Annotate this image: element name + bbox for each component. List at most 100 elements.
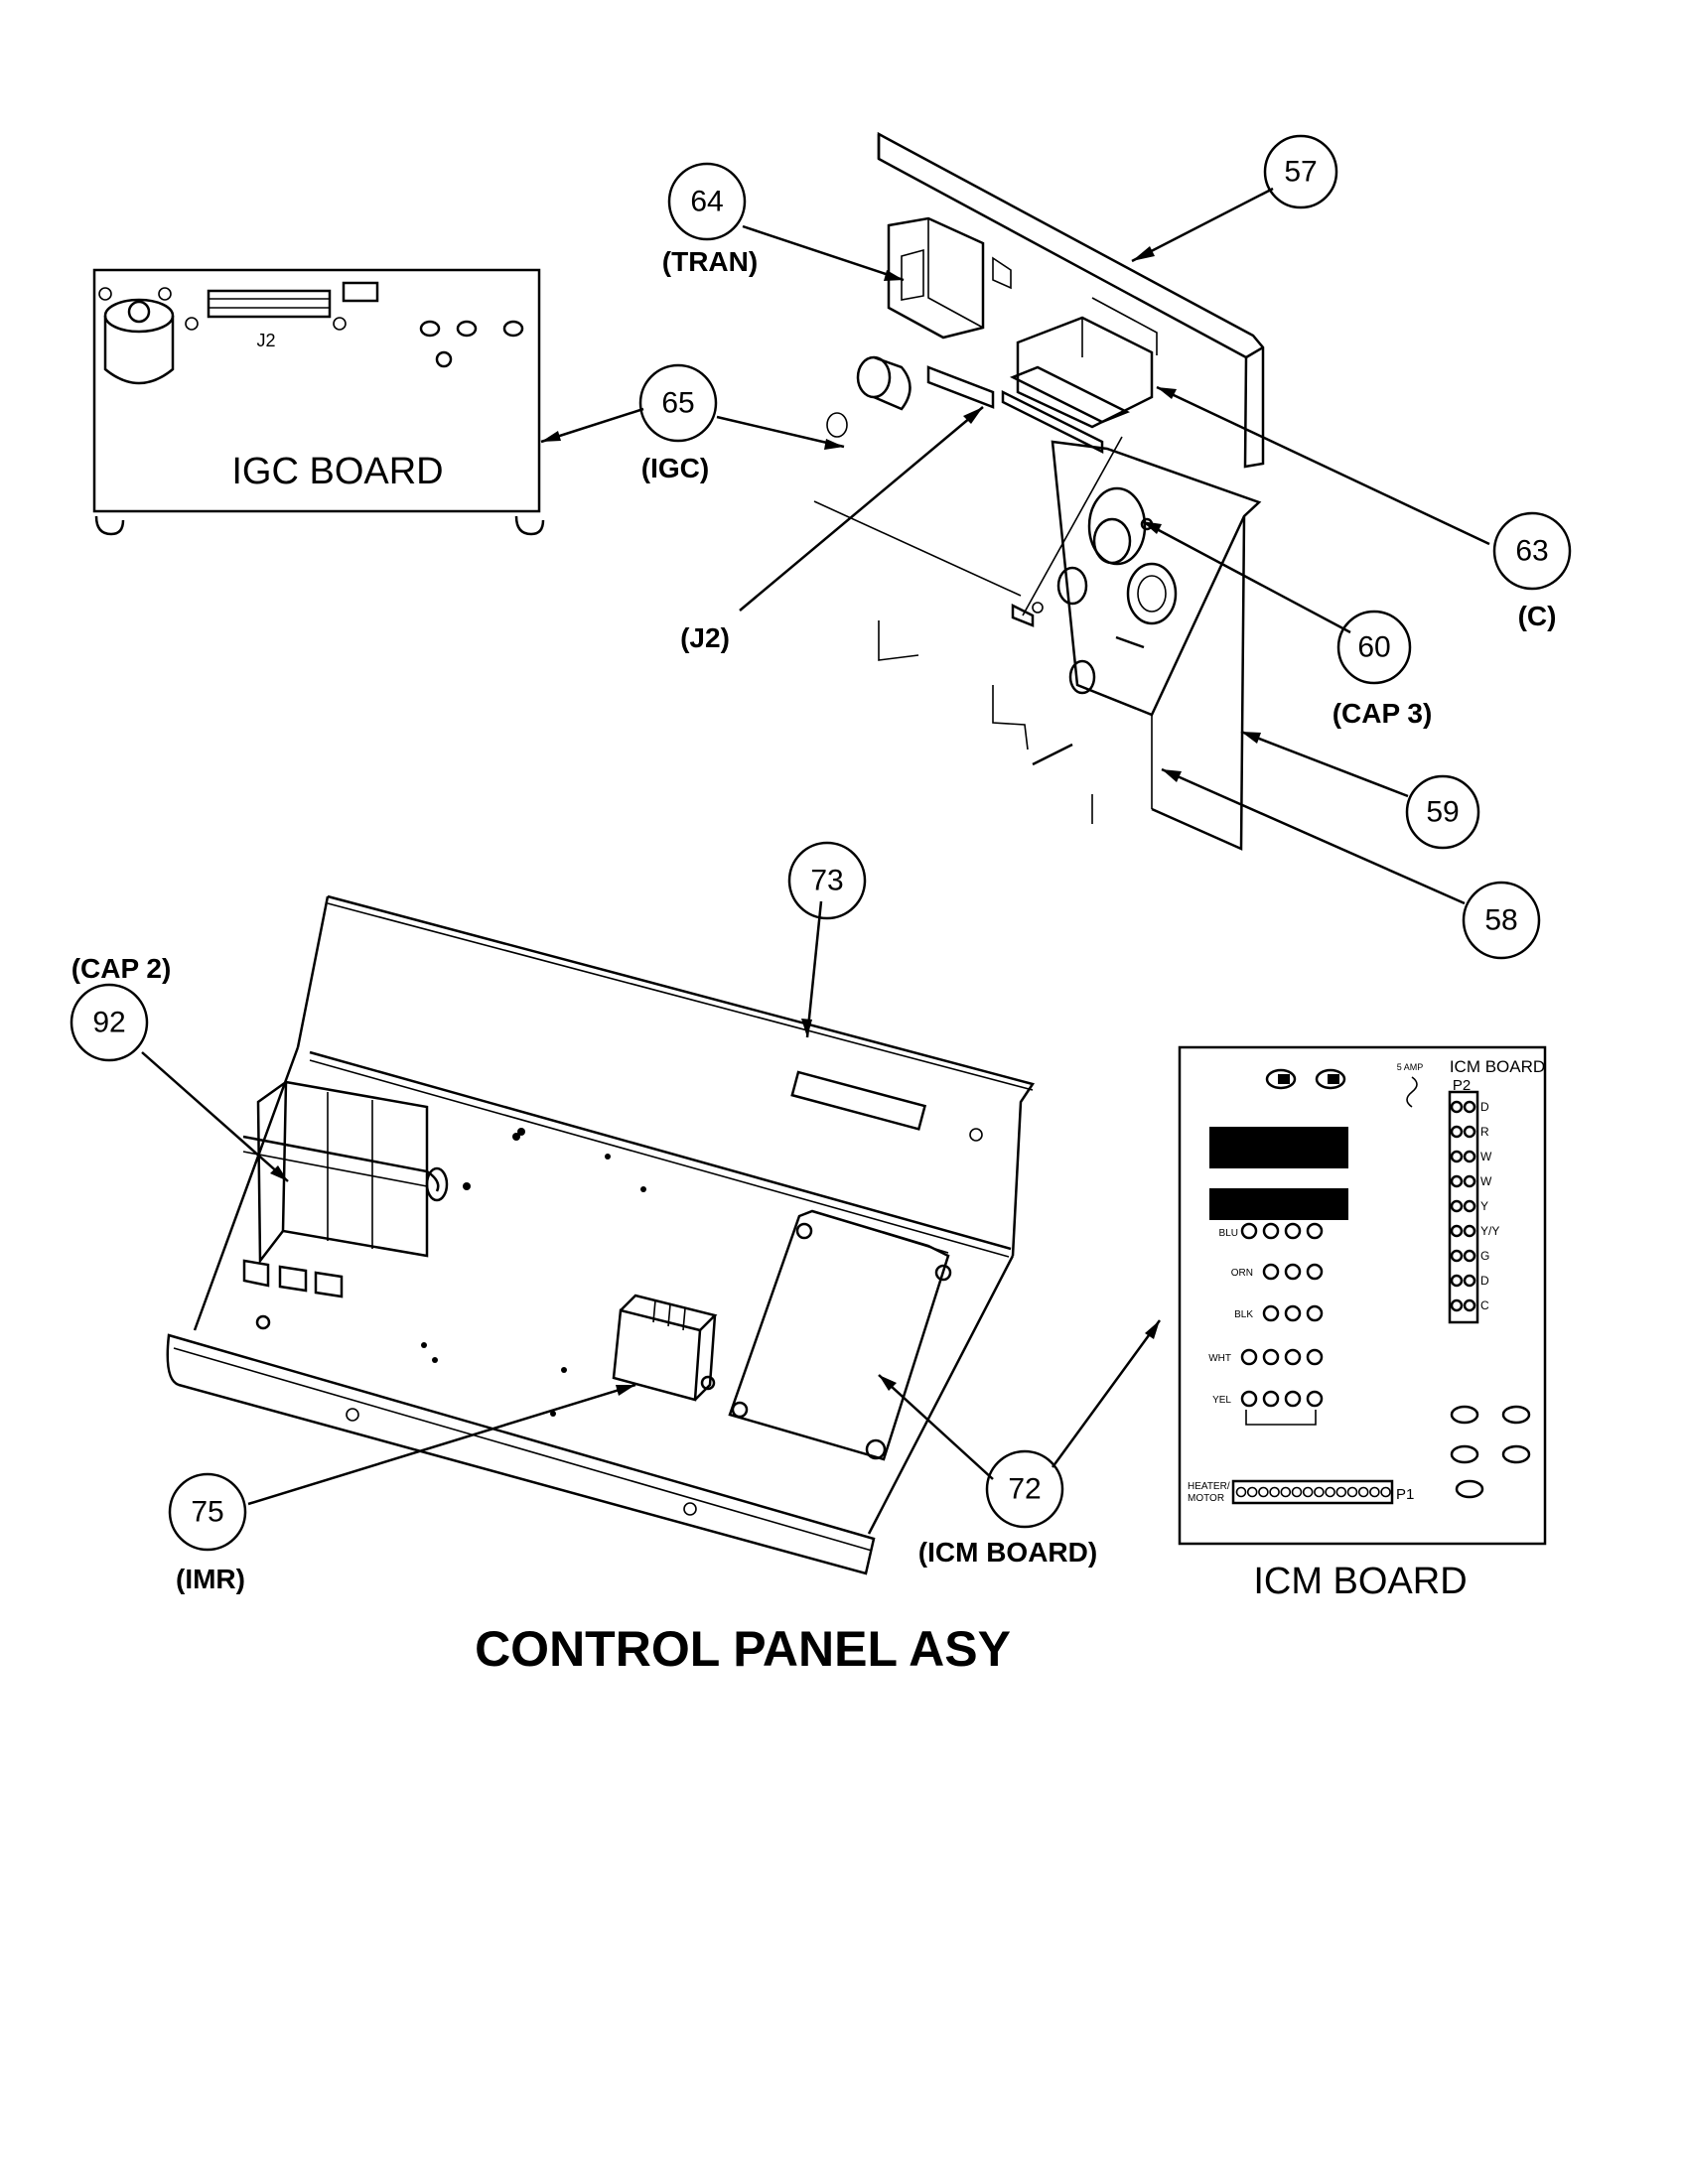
p2-pin-terminal xyxy=(1463,1224,1476,1238)
leader-lines xyxy=(141,187,1490,1506)
callout-57: 57 xyxy=(1263,134,1338,209)
icm-wire-blk: BLK xyxy=(1234,1309,1253,1320)
p2-pin-label: W xyxy=(1480,1150,1492,1163)
p1-pin-terminal xyxy=(1246,1486,1258,1498)
callout-59-number: 59 xyxy=(1426,796,1459,829)
p2-pin-terminal xyxy=(1450,1274,1464,1288)
callout-92-sub: (CAP 2) xyxy=(71,953,172,984)
p2-pin-label: W xyxy=(1480,1174,1492,1188)
icm-p1-connector: HEATER/ MOTOR P1 xyxy=(1188,1479,1414,1505)
callout-60: 60 (CAP 3) xyxy=(1333,610,1433,729)
p2-pin-label: R xyxy=(1480,1125,1489,1139)
callout-73-number: 73 xyxy=(810,865,843,897)
upper-panel-assembly xyxy=(813,131,1265,851)
transformer-part xyxy=(887,216,1012,340)
p1-pin-terminal xyxy=(1269,1486,1280,1498)
p2-pin-terminal xyxy=(1463,1174,1476,1188)
p1-pin-terminal xyxy=(1302,1486,1314,1498)
callout-75: 75 (IMR) xyxy=(168,1472,247,1594)
relay-part xyxy=(612,1294,718,1402)
p2-pin-terminal xyxy=(1450,1298,1464,1312)
callout-57-number: 57 xyxy=(1284,156,1317,189)
contactor-part xyxy=(1001,297,1158,455)
icm-wire-orn: ORN xyxy=(1231,1268,1253,1279)
p2-pin-label: D xyxy=(1480,1274,1489,1288)
icm-p2-label: P2 xyxy=(1453,1077,1471,1094)
callout-60-number: 60 xyxy=(1357,631,1390,664)
p2-pin-terminal xyxy=(1450,1224,1464,1238)
callout-92-number: 92 xyxy=(92,1007,125,1039)
p2-pin-terminal xyxy=(1450,1150,1464,1163)
callout-58: 58 xyxy=(1462,881,1541,960)
p2-pin-terminal xyxy=(1450,1125,1464,1139)
p2-pin-label: G xyxy=(1480,1249,1489,1263)
p1-pin-terminal xyxy=(1335,1486,1347,1498)
icm-p1-label-line1: HEATER/ xyxy=(1188,1481,1230,1492)
p1-pin-terminal xyxy=(1280,1486,1292,1498)
callout-65-number: 65 xyxy=(661,387,694,420)
p2-pin-terminal xyxy=(1450,1100,1464,1114)
p2-pin-terminal xyxy=(1463,1298,1476,1312)
igc-j2-label: J2 xyxy=(256,331,275,350)
icm-board-drawing: ICM BOARD 5 AMP BLU ORN BLK WHT YEL xyxy=(1178,1045,1547,1602)
lower-control-panel xyxy=(166,894,1036,1575)
p2-pin-terminal xyxy=(1463,1125,1476,1139)
callout-64-number: 64 xyxy=(690,186,723,218)
p2-pin-terminal xyxy=(1450,1199,1464,1213)
callout-63-number: 63 xyxy=(1515,535,1548,568)
callout-75-number: 75 xyxy=(191,1496,223,1529)
icm-board-on-panel xyxy=(728,1209,952,1461)
p2-pin-terminal xyxy=(1463,1150,1476,1163)
callouts: 57 58 59 60 (CAP 3) 63 (C) 64 (TRAN) 65 xyxy=(70,134,1572,1594)
callout-59: 59 xyxy=(1405,774,1480,850)
callout-72-sub: (ICM BOARD) xyxy=(918,1537,1097,1568)
p1-pin-terminal xyxy=(1357,1486,1369,1498)
p2-pin-label: Y xyxy=(1480,1199,1488,1213)
p2-pin-terminal xyxy=(1463,1274,1476,1288)
p1-pin-terminal xyxy=(1380,1486,1391,1498)
callout-64: 64 (TRAN) xyxy=(662,162,758,277)
igc-board-label: IGC BOARD xyxy=(231,451,443,492)
callout-72-number: 72 xyxy=(1008,1473,1041,1506)
icm-left-terminals: BLU ORN BLK WHT YEL xyxy=(1208,1222,1324,1426)
callout-75-sub: (IMR) xyxy=(176,1564,245,1594)
callout-60-sub: (CAP 3) xyxy=(1333,698,1433,729)
p1-pin-terminal xyxy=(1314,1486,1325,1498)
p2-pin-label: Y/Y xyxy=(1480,1224,1499,1238)
icm-p1-label-line2: MOTOR xyxy=(1188,1493,1224,1504)
capacitor-part xyxy=(242,1080,449,1298)
callout-63-sub: (C) xyxy=(1518,601,1557,631)
icm-wire-blu: BLU xyxy=(1219,1228,1238,1239)
igc-board-drawing: J2 IGC BOARD xyxy=(92,268,545,536)
p2-pin-terminal xyxy=(1463,1249,1476,1263)
p1-pin-terminal xyxy=(1291,1486,1303,1498)
callout-73: 73 xyxy=(787,841,867,920)
diagram-title: CONTROL PANEL ASY xyxy=(475,1621,1011,1677)
callout-58-number: 58 xyxy=(1484,904,1517,937)
p2-pin-terminal xyxy=(1450,1249,1464,1263)
p2-pin-terminal xyxy=(1450,1174,1464,1188)
callout-65-sub: (IGC) xyxy=(641,453,709,483)
icm-fuse-label: 5 AMP xyxy=(1397,1062,1424,1072)
p1-pin-terminal xyxy=(1325,1486,1335,1498)
p2-pin-label: C xyxy=(1480,1298,1489,1312)
p2-pin-terminal xyxy=(1463,1100,1476,1114)
p2-pin-terminal xyxy=(1463,1199,1476,1213)
icm-p1-connector-label: P1 xyxy=(1396,1486,1414,1503)
icm-board-label: ICM BOARD xyxy=(1253,1561,1467,1602)
callout-65: 65 (IGC) xyxy=(638,363,718,483)
p2-pin-label: D xyxy=(1480,1100,1489,1114)
callout-64-sub: (TRAN) xyxy=(662,246,758,277)
j2-callout-label: (J2) xyxy=(680,622,730,653)
icm-board-header: ICM BOARD xyxy=(1450,1057,1545,1076)
callout-72: 72 (ICM BOARD) xyxy=(918,1449,1097,1568)
callout-92: 92 (CAP 2) xyxy=(70,953,172,1062)
p1-pin-terminal xyxy=(1258,1486,1269,1498)
icm-wire-yel: YEL xyxy=(1212,1395,1231,1406)
callout-63: 63 (C) xyxy=(1492,511,1572,631)
p1-pin-terminal xyxy=(1346,1486,1358,1498)
igc-mount-part xyxy=(826,355,995,438)
p1-pin-terminal xyxy=(1235,1486,1247,1498)
